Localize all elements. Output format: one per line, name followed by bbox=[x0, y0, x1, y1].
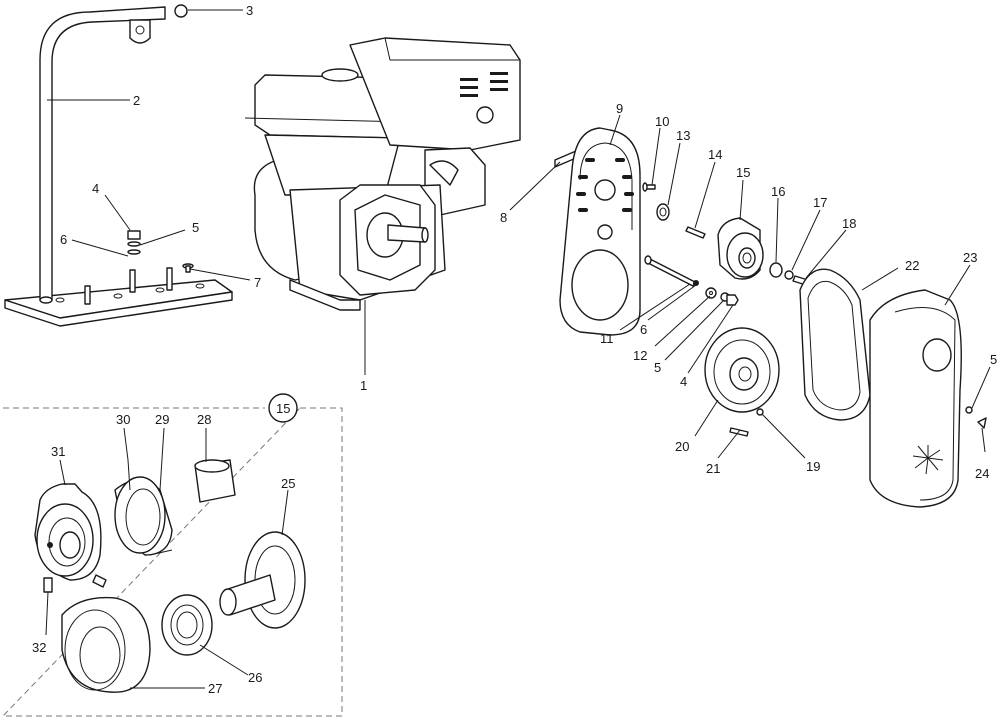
callout-2: 2 bbox=[133, 93, 140, 108]
callout-25: 25 bbox=[281, 476, 295, 491]
engine bbox=[244, 37, 521, 311]
callout-31: 31 bbox=[51, 444, 65, 459]
callout-labels: 1 2 3 4 5 6 7 8 9 10 11 12 13 14 15 16 1… bbox=[32, 3, 997, 696]
callout-4-stand: 4 bbox=[92, 181, 99, 196]
callout-29: 29 bbox=[155, 412, 169, 427]
callout-11: 11 bbox=[600, 331, 614, 346]
callout-3: 3 bbox=[246, 3, 253, 18]
guard-vents bbox=[576, 158, 634, 212]
callout-20: 20 bbox=[675, 439, 689, 454]
callout-24: 24 bbox=[975, 466, 989, 481]
callout-23: 23 bbox=[963, 250, 977, 265]
clutch-detail-inset bbox=[1, 393, 343, 717]
callout-16: 16 bbox=[771, 184, 785, 199]
callout-21: 21 bbox=[706, 461, 720, 476]
callout-15-inset: 15 bbox=[276, 401, 290, 416]
callout-13: 13 bbox=[676, 128, 690, 143]
callout-14: 14 bbox=[708, 147, 722, 162]
callout-19: 19 bbox=[806, 459, 820, 474]
callout-28: 28 bbox=[197, 412, 211, 427]
callout-30: 30 bbox=[116, 412, 130, 427]
callout-1: 1 bbox=[360, 378, 367, 393]
muffler-slots bbox=[460, 72, 508, 97]
belt-guard-cover bbox=[869, 289, 987, 508]
callout-10: 10 bbox=[655, 114, 669, 129]
pulley bbox=[704, 327, 780, 437]
vent-star bbox=[912, 445, 944, 475]
callout-9: 9 bbox=[616, 101, 623, 116]
callout-7: 7 bbox=[254, 275, 261, 290]
leader-lines bbox=[45, 9, 991, 689]
callout-12: 12 bbox=[633, 348, 647, 363]
stand-assembly bbox=[4, 4, 233, 327]
callout-4-pulley: 4 bbox=[680, 374, 687, 389]
belt-guard-back bbox=[554, 127, 641, 336]
callout-5-pulley: 5 bbox=[654, 360, 661, 375]
callout-32: 32 bbox=[32, 640, 46, 655]
v-belt bbox=[799, 268, 871, 421]
callout-6-pulley: 6 bbox=[640, 322, 647, 337]
callout-8: 8 bbox=[500, 210, 507, 225]
callout-5-cover: 5 bbox=[990, 352, 997, 367]
callout-26: 26 bbox=[248, 670, 262, 685]
hardware-small bbox=[642, 182, 809, 306]
callout-18: 18 bbox=[842, 216, 856, 231]
callout-5-stand: 5 bbox=[192, 220, 199, 235]
callout-27: 27 bbox=[208, 681, 222, 696]
callout-17: 17 bbox=[813, 195, 827, 210]
callout-22: 22 bbox=[905, 258, 919, 273]
callout-15: 15 bbox=[736, 165, 750, 180]
callout-6-stand: 6 bbox=[60, 232, 67, 247]
